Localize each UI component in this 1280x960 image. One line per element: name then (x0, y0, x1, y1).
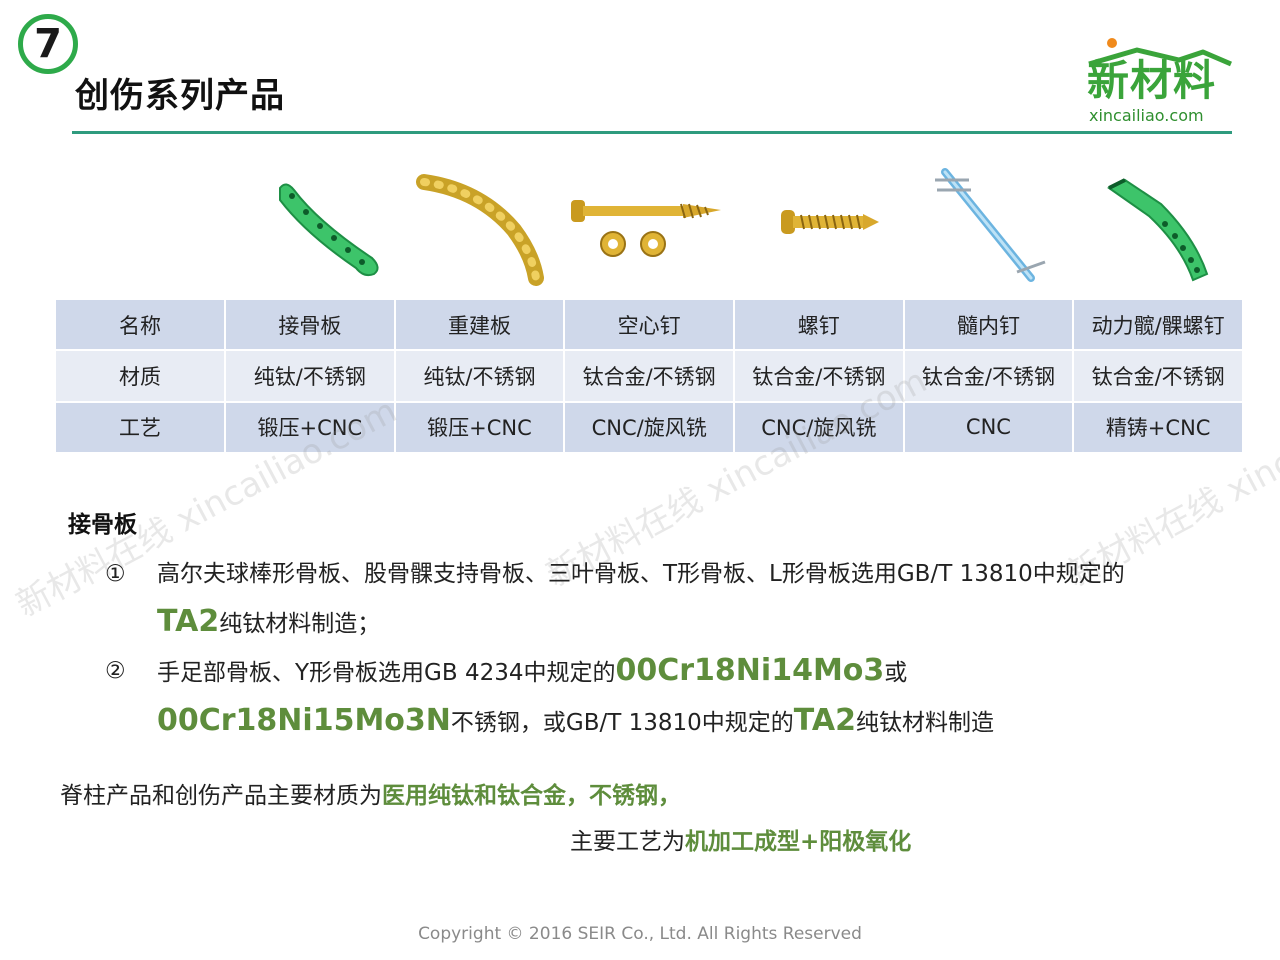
table-cell: 锻压+CNC (395, 402, 566, 454)
table-cell: 工艺 (56, 402, 226, 454)
list-number: ② (105, 658, 126, 684)
table-cell: 锻压+CNC (226, 402, 396, 454)
screw-image (781, 210, 879, 234)
dynamic-hip-screw-image (1107, 178, 1209, 282)
table-cell: 精铸+CNC (1074, 402, 1244, 454)
slide-number-badge: 7 (18, 14, 78, 74)
page-title: 创伤系列产品 (75, 76, 285, 116)
table-cell: CNC (904, 402, 1075, 454)
summary-text: 脊柱产品和创伤产品主要材质为 (60, 783, 382, 809)
product-spec-table: 名称 接骨板 重建板 空心钉 螺钉 髓内钉 动力髋/髁螺钉 材质 纯钛/不锈钢 … (56, 300, 1244, 454)
table-row: 工艺 锻压+CNC 锻压+CNC CNC/旋风铣 CNC/旋风铣 CNC 精铸+… (56, 402, 1244, 454)
item-text: 手足部骨板、Y形骨板选用GB 4234中规定的 (157, 660, 616, 686)
table-cell: 材质 (56, 351, 226, 403)
table-cell: 名称 (56, 300, 226, 352)
reconstruction-plate-image (416, 174, 544, 286)
product-images (225, 160, 1245, 295)
cannulated-screw-image (571, 200, 721, 257)
table-cell: 螺钉 (734, 300, 905, 352)
intramedullary-nail-image (935, 168, 1046, 282)
roof-icon (1088, 38, 1232, 67)
table-cell: 动力髋/髁螺钉 (1074, 300, 1244, 352)
summary-line-1: 脊柱产品和创伤产品主要材质为医用纯钛和钛合金，不锈钢， (60, 776, 681, 810)
table-cell: 钛合金/不锈钢 (1074, 351, 1244, 403)
header-divider (72, 131, 1232, 134)
table-cell: 接骨板 (226, 300, 396, 352)
bone-plate-image (279, 183, 379, 277)
table-cell: 空心钉 (565, 300, 735, 352)
material-highlight: TA2 (793, 703, 857, 738)
summary-line-2: 主要工艺为机加工成型+阳极氧化 (570, 822, 911, 856)
table-cell: CNC/旋风铣 (565, 402, 735, 454)
material-highlight: 00Cr18Ni15Mo3N (157, 703, 451, 738)
logo-text: 新材料 (1087, 56, 1217, 105)
table-row: 名称 接骨板 重建板 空心钉 螺钉 髓内钉 动力髋/髁螺钉 (56, 300, 1244, 352)
table-cell: 重建板 (395, 300, 566, 352)
table-cell: 钛合金/不锈钢 (904, 351, 1075, 403)
table-cell: 纯钛/不锈钢 (395, 351, 566, 403)
item-text: 或 (884, 660, 908, 686)
material-highlight: TA2 (157, 604, 220, 639)
brand-logo: 新材料 xincailiao.com (1085, 34, 1235, 126)
logo-url: xincailiao.com (1089, 106, 1204, 125)
item-text: 纯钛材料制造； (219, 611, 381, 637)
summary-text: 主要工艺为 (570, 829, 685, 855)
table-cell: 纯钛/不锈钢 (226, 351, 396, 403)
summary-highlight: 机加工成型+阳极氧化 (685, 829, 912, 855)
section-heading: 接骨板 (68, 512, 137, 538)
item-text: 纯钛材料制造 (856, 710, 995, 736)
item-text: 不锈钢，或GB/T 13810中规定的 (450, 710, 794, 736)
table-row: 材质 纯钛/不锈钢 纯钛/不锈钢 钛合金/不锈钢 钛合金/不锈钢 钛合金/不锈钢… (56, 351, 1244, 403)
summary-highlight: 医用纯钛和钛合金，不锈钢， (382, 783, 681, 809)
table-cell: 钛合金/不锈钢 (565, 351, 735, 403)
item-text: 高尔夫球棒形骨板、股骨髁支持骨板、三叶骨板、T形骨板、L形骨板选用GB/T 13… (157, 561, 1125, 587)
list-number: ① (105, 561, 126, 587)
table-cell: CNC/旋风铣 (734, 402, 905, 454)
table-cell: 钛合金/不锈钢 (734, 351, 905, 403)
table-cell: 髓内钉 (904, 300, 1075, 352)
copyright-footer: Copyright © 2016 SEIR Co., Ltd. All Righ… (418, 924, 862, 944)
material-highlight: 00Cr18Ni14Mo3 (615, 653, 885, 688)
